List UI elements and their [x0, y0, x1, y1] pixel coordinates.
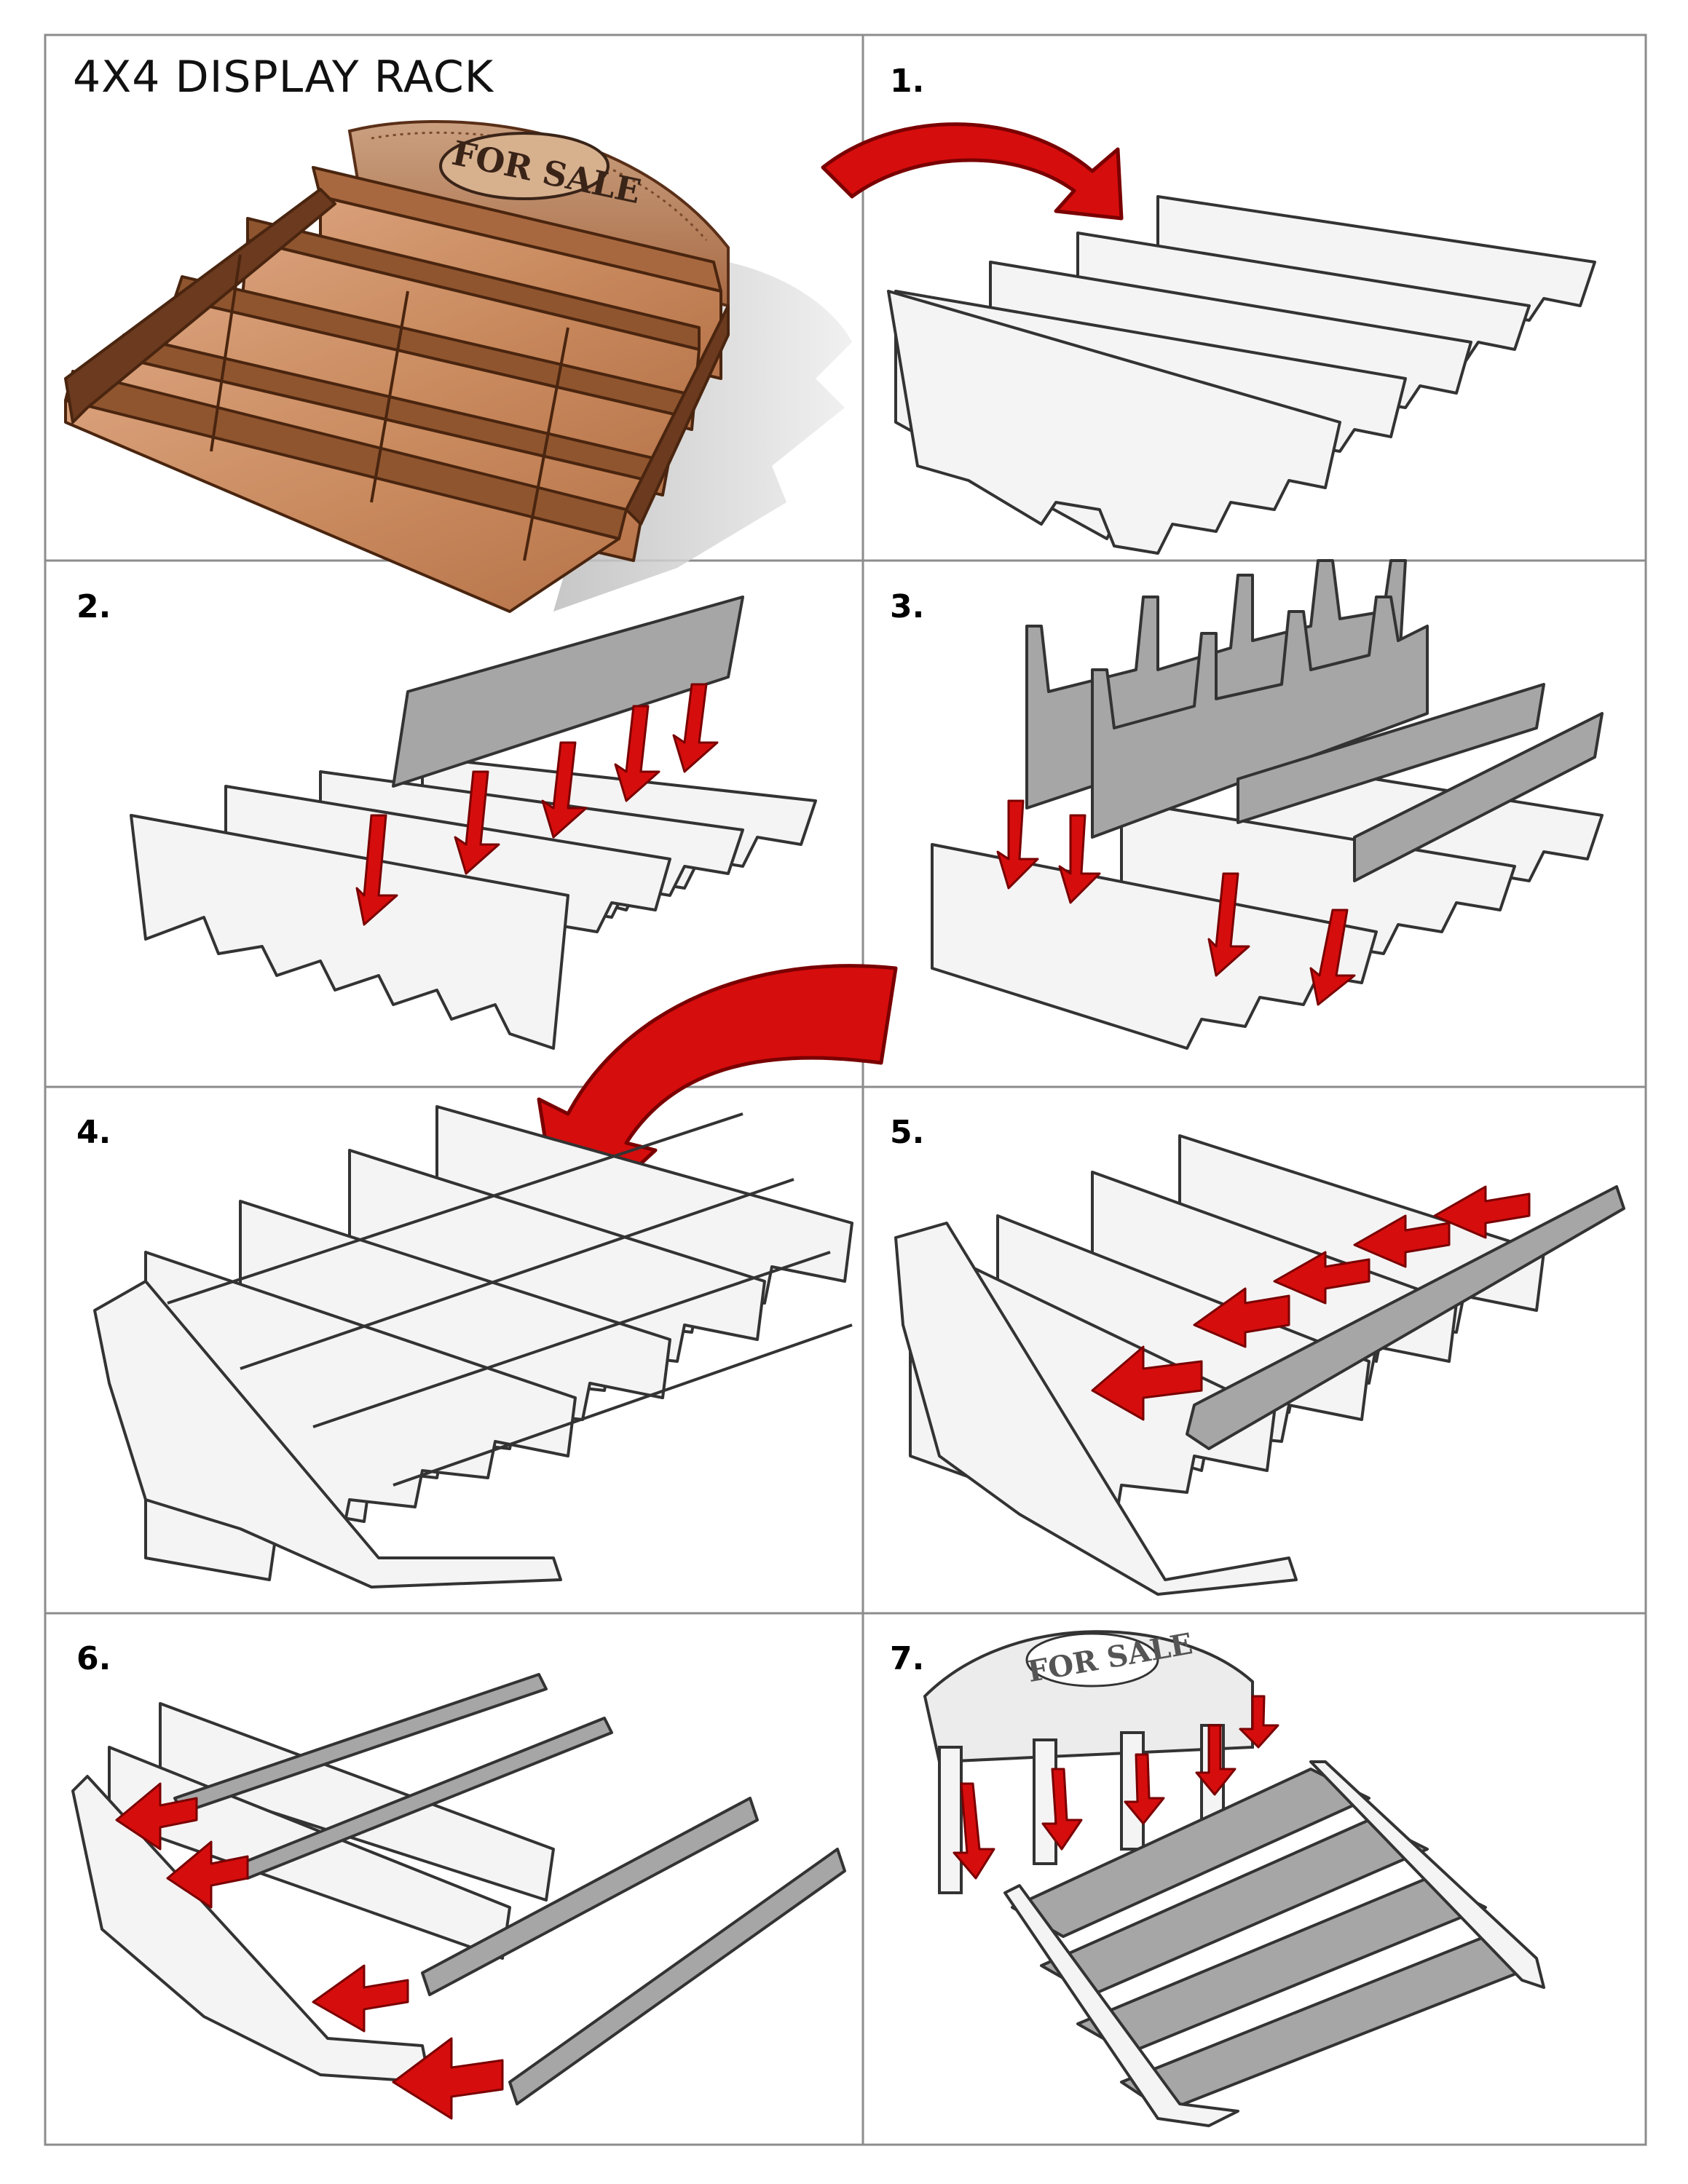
step-5-label: 5. — [890, 1114, 924, 1151]
down-arrows — [355, 683, 719, 926]
grey-shelf — [1186, 1185, 1625, 1450]
panel-step-4: 4. — [76, 964, 898, 1588]
panel-grid — [44, 33, 1647, 2146]
assembled-frame — [93, 1105, 853, 1588]
side-panels — [887, 195, 1596, 555]
wooden-rack — [64, 166, 730, 613]
panel-step-3: 3. — [890, 559, 1604, 1050]
grey-slotted-members — [1025, 559, 1604, 882]
down-arrows — [953, 1695, 1279, 1880]
side-panels — [130, 756, 817, 1050]
rack-sides — [1003, 1760, 1545, 2127]
sheet-title: 4X4 DISPLAY RACK — [73, 52, 494, 103]
finished-rack — [1011, 1768, 1538, 2113]
step-6-label: 6. — [76, 1640, 111, 1677]
left-arrows — [1091, 1185, 1531, 1421]
panel-step-1: 1. — [821, 63, 1596, 555]
panel-step-6: 6. — [71, 1640, 846, 2120]
left-arrows — [115, 1782, 504, 2120]
down-arrows — [996, 799, 1356, 1006]
step-1-label: 1. — [890, 63, 924, 100]
cross-members — [167, 1112, 853, 1487]
step-7-label: 7. — [890, 1640, 924, 1677]
panel-step-2: 2. — [76, 588, 817, 1050]
step-4-label: 4. — [76, 1114, 111, 1151]
grey-shelves — [173, 1673, 846, 2105]
step-3-label: 3. — [890, 588, 924, 625]
assembled-frame — [894, 1134, 1545, 1596]
panel-step-5: 5. — [890, 1114, 1625, 1596]
grey-cross-member — [392, 596, 744, 788]
panel-finished-rack: 4X4 DISPLAY RACK FOR SALE — [64, 52, 852, 613]
for-sale-sign: FOR SALE — [347, 120, 730, 308]
curved-arrow — [821, 122, 1124, 221]
step-2-label: 2. — [76, 588, 111, 625]
panel-step-7: 7. FOR SALE — [890, 1626, 1545, 2127]
